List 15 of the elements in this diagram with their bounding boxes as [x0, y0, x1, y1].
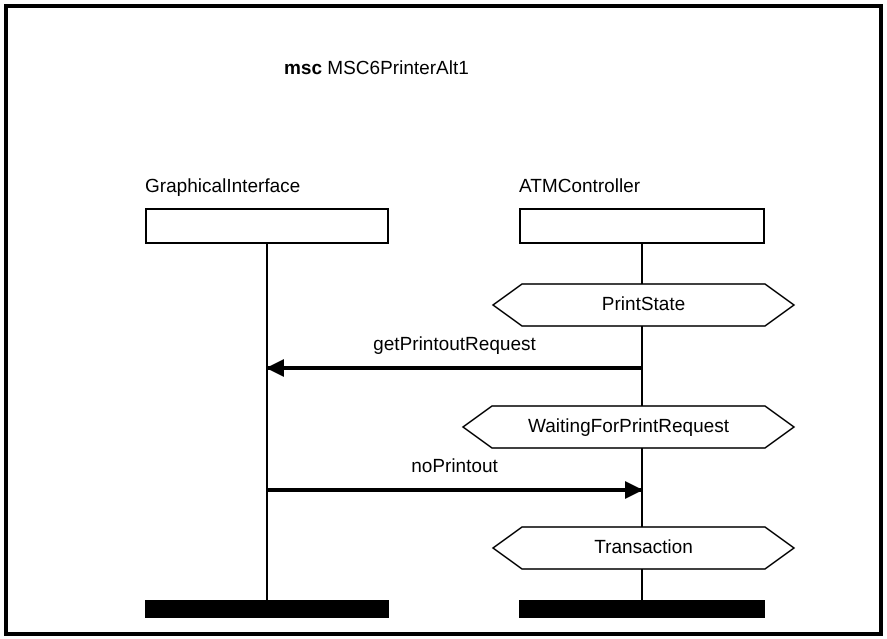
instance-end-bar — [145, 600, 389, 618]
instance-name: GraphicalInterface — [145, 176, 300, 198]
condition-hexagon — [492, 283, 795, 327]
condition-hexagon — [462, 405, 795, 449]
condition-label: WaitingForPrintRequest — [527, 416, 730, 438]
instance-name: ATMController — [519, 176, 640, 198]
condition-label: Transaction — [593, 537, 694, 559]
condition-label: PrintState — [600, 294, 686, 316]
message-arrow — [266, 359, 643, 377]
message-arrow — [266, 481, 643, 499]
diagram-title: msc MSC6PrinterAlt1 — [284, 58, 469, 80]
condition-hexagon — [492, 526, 795, 570]
lifeline — [266, 244, 268, 600]
message-label: getPrintoutRequest — [371, 334, 538, 356]
instance-end-bar — [519, 600, 765, 618]
